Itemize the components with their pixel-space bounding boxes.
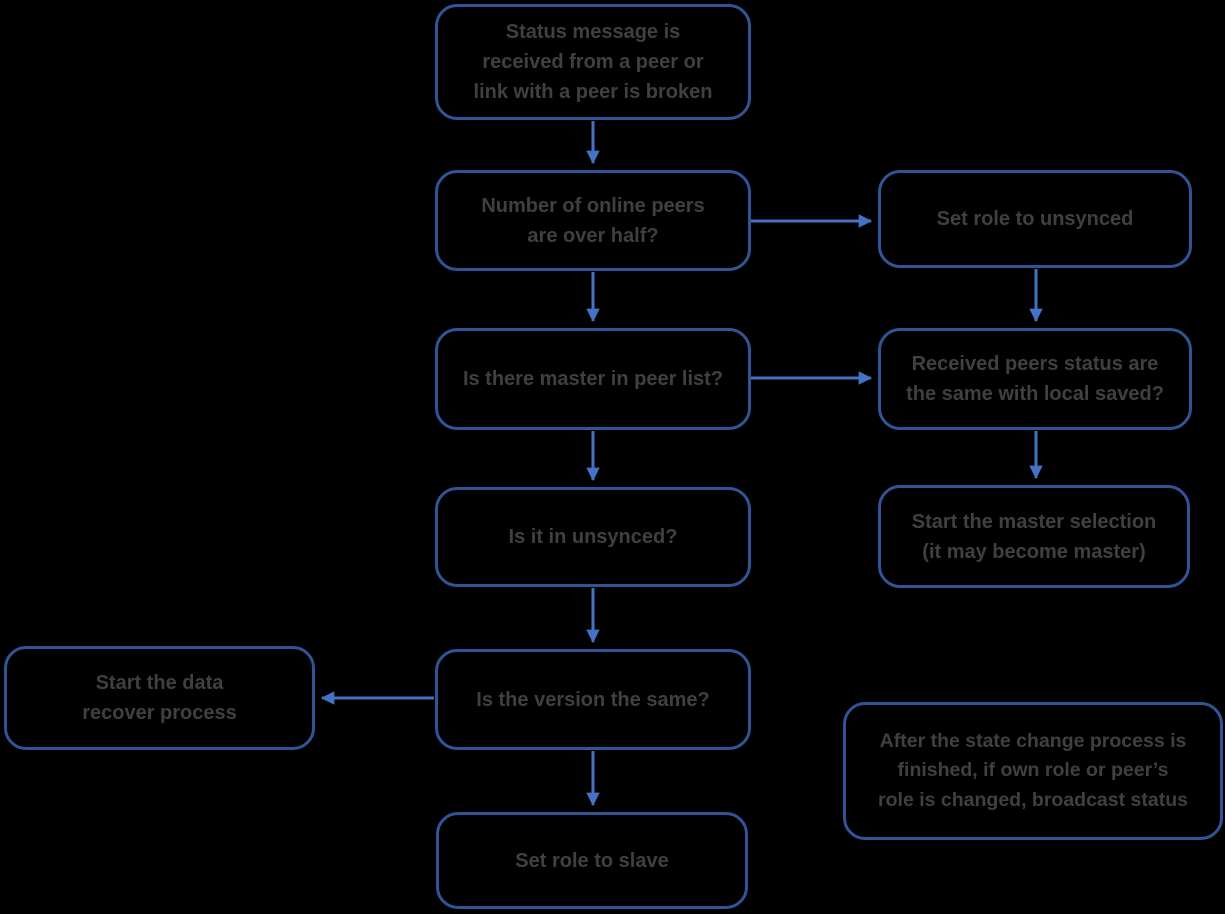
node-start-data-recover: Start the data recover process (4, 646, 315, 750)
node-peers-over-half: Number of online peers are over half? (435, 170, 751, 271)
node-set-role-unsynced: Set role to unsynced (878, 170, 1192, 268)
node-status-message: Status message is received from a peer o… (435, 4, 751, 120)
node-master-in-peer-list: Is there master in peer list? (435, 328, 751, 430)
node-is-version-same: Is the version the same? (435, 649, 751, 750)
node-set-role-slave: Set role to slave (436, 812, 748, 909)
node-is-it-in-unsynced: Is it in unsynced? (435, 487, 751, 587)
node-broadcast-status-note: After the state change process is finish… (843, 702, 1223, 840)
node-received-peers-status: Received peers status are the same with … (878, 328, 1192, 430)
node-start-master-selection: Start the master selection (it may becom… (878, 485, 1190, 588)
